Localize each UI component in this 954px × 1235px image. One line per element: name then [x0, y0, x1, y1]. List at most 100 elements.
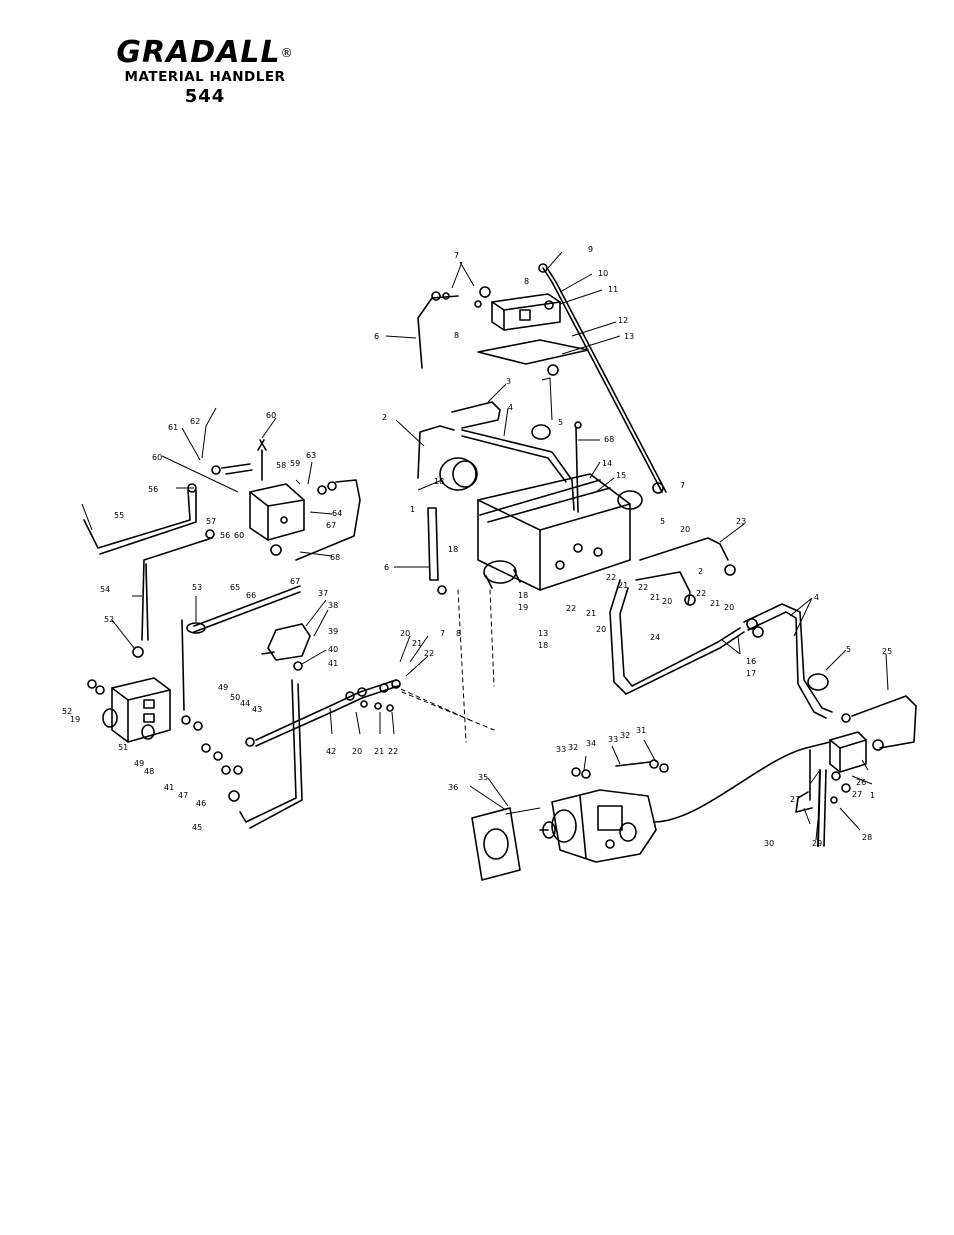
callout: 14	[602, 459, 612, 468]
callout: 65	[230, 583, 240, 592]
callout: 40	[328, 645, 338, 654]
fitting	[547, 364, 559, 376]
callout: 17	[746, 669, 756, 678]
left-control-valve	[249, 483, 305, 556]
callout: 8	[454, 331, 459, 340]
tube-23	[639, 537, 729, 561]
callout: 32	[620, 731, 630, 740]
callout: 25	[882, 647, 892, 656]
callout: 18	[434, 477, 444, 486]
tube-15	[487, 487, 611, 523]
callout: 41	[328, 659, 338, 668]
callout: 8	[456, 629, 461, 638]
callout: 38	[328, 601, 338, 610]
callout: 46	[196, 799, 206, 808]
callout: 66	[246, 591, 256, 600]
lower-left-valve	[111, 677, 171, 743]
callout: 52	[62, 707, 72, 716]
callout: 4	[814, 593, 819, 602]
callout: 50	[230, 693, 240, 702]
callout: 20	[662, 597, 672, 606]
elbow-fitting	[617, 490, 643, 510]
tube-42	[255, 679, 397, 741]
callout: 10	[598, 269, 608, 278]
callout: 60	[152, 453, 162, 462]
callout: 42	[326, 747, 336, 756]
callout: 53	[192, 583, 202, 592]
callout: 27	[852, 790, 862, 799]
callout: 67	[290, 577, 300, 586]
filter-canister	[439, 457, 478, 491]
callout: 60	[266, 411, 276, 420]
callout: 1	[870, 791, 875, 800]
callout: 47	[178, 791, 188, 800]
callout: 30	[764, 839, 774, 848]
callout: 49	[134, 759, 144, 768]
subtitle: MATERIAL HANDLER	[124, 69, 286, 85]
registered-mark: ®	[280, 46, 294, 60]
callout: 13	[538, 629, 548, 638]
callout: 12	[618, 316, 628, 325]
callout: 21	[586, 609, 596, 618]
brand-name: GRADALL	[116, 35, 281, 70]
callout: 19	[518, 603, 528, 612]
callout: 21	[374, 747, 384, 756]
callout: 37	[318, 589, 328, 598]
callout: 68	[330, 553, 340, 562]
callout: 21	[618, 581, 628, 590]
callout: 54	[100, 585, 110, 594]
callout: 61	[168, 423, 178, 432]
mounting-plate	[477, 339, 589, 365]
callout: 41	[164, 783, 174, 792]
relief-valve	[261, 623, 311, 671]
callout: 15	[616, 471, 626, 480]
callout: 29	[812, 839, 822, 848]
tube-53	[193, 585, 301, 627]
callout: 52	[104, 615, 114, 624]
callout: 20	[596, 625, 606, 634]
control-cable	[653, 747, 807, 823]
tube-6	[417, 295, 459, 369]
tube-55	[83, 489, 191, 549]
callout: 63	[306, 451, 316, 460]
callout: 45	[192, 823, 202, 832]
hydraulic-pump	[539, 789, 657, 863]
callout: 26	[856, 778, 866, 787]
callout: 21	[650, 593, 660, 602]
callout: 56	[148, 485, 158, 494]
callout: 31	[636, 726, 646, 735]
callout: 6	[384, 563, 389, 572]
gasket	[471, 807, 521, 881]
tube-63	[295, 479, 361, 561]
callout: 7	[440, 629, 445, 638]
callout: 32	[568, 743, 578, 752]
callout: 60	[234, 531, 244, 540]
tube-4	[461, 429, 575, 511]
callout: 6	[374, 332, 379, 341]
callout: 1	[410, 505, 415, 514]
callout: 59	[290, 459, 300, 468]
callout: 27	[790, 795, 800, 804]
callout: 7	[454, 251, 459, 260]
top-valve-block	[474, 286, 561, 331]
callout: 5	[846, 645, 851, 654]
callout: 19	[70, 715, 80, 724]
tube-14	[479, 479, 601, 516]
callout: 51	[118, 743, 128, 752]
callout-labels: 7 8 9 10 11 12 13 8 6 3 2 4 5 68 14 15 1…	[62, 245, 892, 848]
callout: 24	[650, 633, 660, 642]
tube-40	[239, 679, 297, 823]
callout: 34	[586, 739, 596, 748]
callout: 2	[382, 413, 387, 422]
callout: 62	[190, 417, 200, 426]
callout: 22	[696, 589, 706, 598]
callout: 21	[412, 639, 422, 648]
callout: 7	[680, 481, 685, 490]
callout: 44	[240, 699, 250, 708]
callout: 39	[328, 627, 338, 636]
callout: 18	[538, 641, 548, 650]
callout: 22	[388, 747, 398, 756]
callout: 58	[276, 461, 286, 470]
callout: 13	[624, 332, 634, 341]
